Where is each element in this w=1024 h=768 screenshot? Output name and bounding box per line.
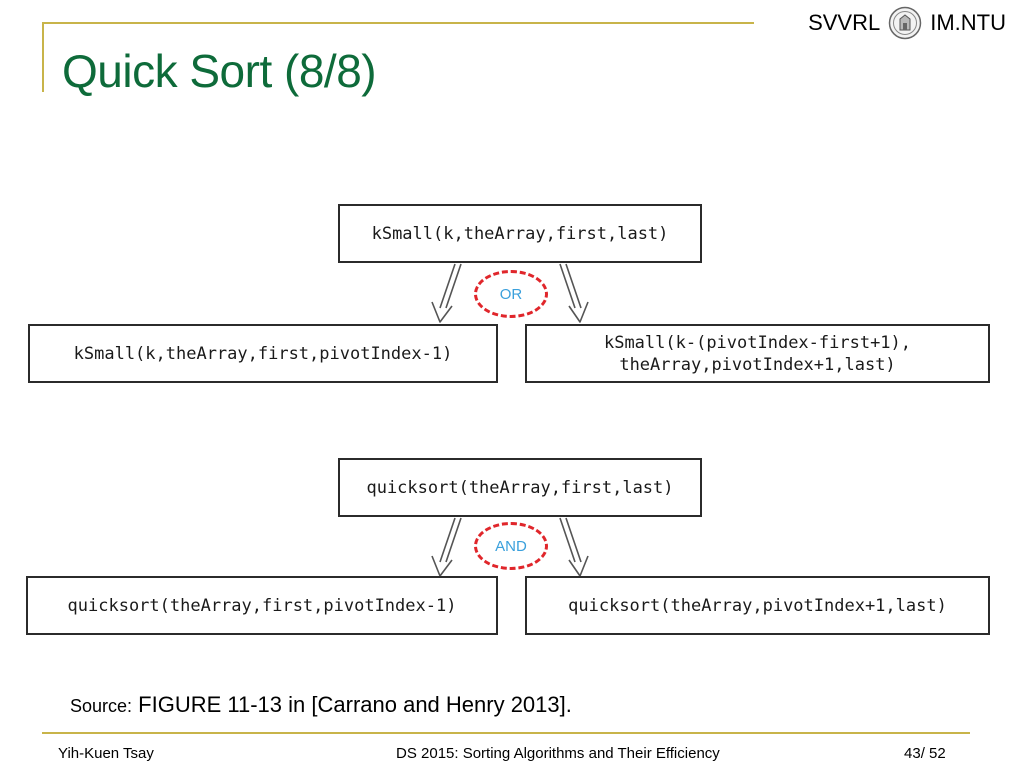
footer-course: DS 2015: Sorting Algorithms and Their Ef… <box>396 745 720 762</box>
quicksort-top-text: quicksort(theArray,first,last) <box>366 477 674 498</box>
ksmall-right-box: kSmall(k-(pivotIndex-first+1), theArray,… <box>525 324 990 383</box>
brand: SVVRL IM.NTU <box>808 6 1006 40</box>
header-rule <box>42 22 754 24</box>
page-separator: / <box>920 745 925 762</box>
or-connector: OR <box>474 270 548 318</box>
quicksort-top-box: quicksort(theArray,first,last) <box>338 458 702 517</box>
arrow-quicksort-right <box>559 517 589 577</box>
arrow-ksmall-right <box>559 263 589 323</box>
ksmall-right-line2: theArray,pivotIndex+1,last) <box>619 354 896 375</box>
page-current: 43 <box>904 745 921 762</box>
quicksort-right-box: quicksort(theArray,pivotIndex+1,last) <box>525 576 990 635</box>
page-total: 52 <box>929 745 946 762</box>
ksmall-left-box: kSmall(k,theArray,first,pivotIndex-1) <box>28 324 498 383</box>
source-label: Source: <box>70 696 133 716</box>
ksmall-right-line1: kSmall(k-(pivotIndex-first+1), <box>603 332 912 353</box>
ksmall-left-text: kSmall(k,theArray,first,pivotIndex-1) <box>73 343 453 364</box>
ksmall-top-text: kSmall(k,theArray,first,last) <box>371 223 669 244</box>
footer-rule <box>42 732 970 734</box>
ksmall-top-box: kSmall(k,theArray,first,last) <box>338 204 702 263</box>
source-line: Source: FIGURE 11-13 in [Carrano and Hen… <box>70 692 572 718</box>
slide-title: Quick Sort (8/8) <box>62 45 377 97</box>
and-label: AND <box>495 537 527 555</box>
quicksort-left-text: quicksort(theArray,first,pivotIndex-1) <box>67 595 457 616</box>
brand-left: SVVRL <box>808 10 881 35</box>
footer-author: Yih-Kuen Tsay <box>58 745 154 762</box>
arrow-quicksort-left <box>431 517 462 577</box>
and-connector: AND <box>474 522 548 570</box>
arrow-ksmall-left <box>431 263 462 323</box>
quicksort-right-text: quicksort(theArray,pivotIndex+1,last) <box>568 595 947 616</box>
brand-right: IM.NTU <box>930 10 1006 35</box>
university-seal-icon <box>888 6 922 40</box>
or-label: OR <box>499 285 523 303</box>
header-side-rule <box>42 22 44 92</box>
source-text: FIGURE 11-13 in [Carrano and Henry 2013]… <box>138 692 572 717</box>
page-number: 43/ 52 <box>904 745 946 762</box>
quicksort-left-box: quicksort(theArray,first,pivotIndex-1) <box>26 576 498 635</box>
